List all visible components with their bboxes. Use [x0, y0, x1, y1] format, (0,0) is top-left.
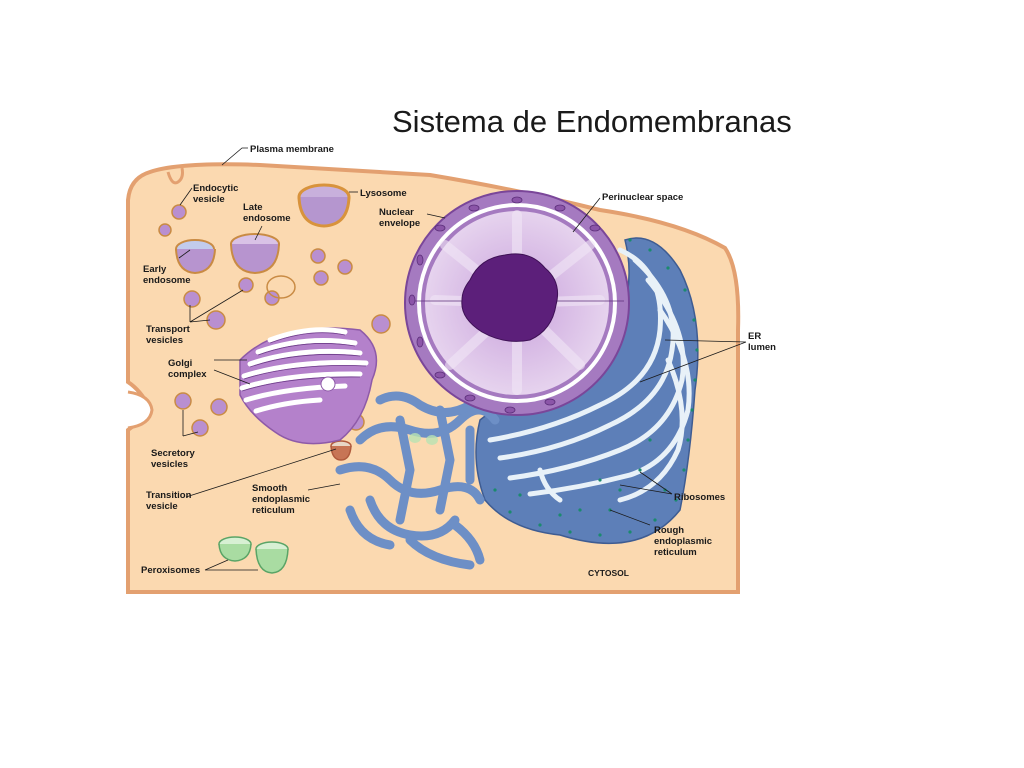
empty-vesicle	[266, 275, 296, 299]
label-rough-er: Rough endoplasmic reticulum	[654, 525, 715, 558]
label-endocytic-vesicle: Endocytic vesicle	[193, 183, 241, 205]
nucleolus	[461, 253, 559, 342]
slide-title: Sistema de Endomembranas	[392, 104, 792, 139]
nucleus	[404, 190, 630, 416]
label-cytosol: CYTOSOL	[588, 568, 629, 578]
label-transport-vesicles: Transport vesicles	[146, 324, 192, 346]
label-perinuclear-space: Perinuclear space	[602, 192, 683, 203]
exocytosis-pit	[127, 390, 154, 430]
smooth-er	[335, 391, 500, 570]
late-endosome	[230, 233, 280, 275]
peroxisomes	[218, 536, 289, 574]
label-early-endosome: Early endosome	[143, 264, 191, 286]
label-nuclear-envelope: Nuclear envelope	[379, 207, 420, 229]
golgi-complex	[239, 327, 378, 445]
leader-lines	[178, 147, 747, 571]
label-lysosome: Lysosome	[360, 188, 407, 199]
transition-vesicle	[330, 440, 352, 461]
lysosome	[297, 183, 351, 228]
label-peroxisomes: Peroxisomes	[141, 565, 200, 576]
label-er-lumen: ER lumen	[748, 331, 776, 353]
label-smooth-er: Smooth endoplasmic reticulum	[252, 483, 313, 516]
label-secretory-vesicles: Secretory vesicles	[151, 448, 197, 470]
label-golgi-complex: Golgi complex	[168, 358, 207, 380]
label-late-endosome: Late endosome	[243, 202, 291, 224]
early-endosome	[175, 239, 216, 275]
small-vesicles	[158, 204, 391, 437]
nuclear-pores	[408, 196, 601, 414]
label-plasma-membrane: Plasma membrane	[250, 144, 334, 155]
ribosome-dots	[493, 238, 699, 537]
endocytosis-pit	[166, 167, 184, 185]
label-ribosomes: Ribosomes	[674, 492, 725, 503]
label-transition-vesicle: Transition vesicle	[146, 490, 194, 512]
